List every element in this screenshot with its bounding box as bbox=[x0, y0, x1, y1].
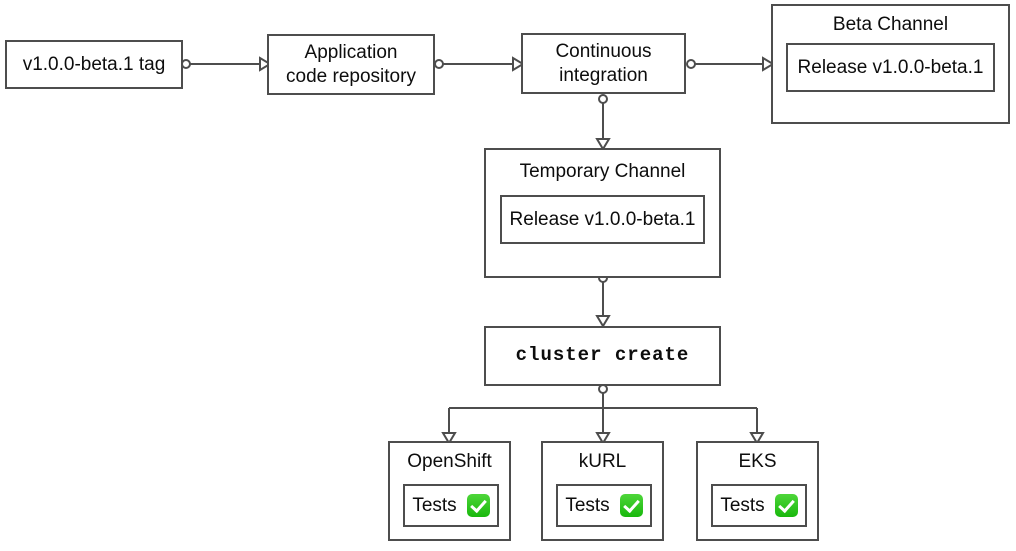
tests-status-kurl[interactable]: Tests bbox=[556, 484, 652, 527]
node-cluster-create-label: cluster create bbox=[515, 344, 690, 367]
edge-endpoint-ci-right bbox=[686, 59, 696, 69]
check-green-icon bbox=[774, 494, 798, 517]
edge-endpoint-ci-bottom bbox=[598, 94, 608, 104]
group-target-openshift[interactable]: OpenShift Tests bbox=[388, 441, 511, 541]
group-beta-channel[interactable]: Beta Channel Release v1.0.0-beta.1 bbox=[771, 4, 1010, 124]
tests-status-openshift[interactable]: Tests bbox=[403, 484, 499, 527]
tests-label-openshift: Tests bbox=[412, 494, 457, 516]
edge-endpoint-repo bbox=[434, 59, 444, 69]
node-temporary-channel-release-label: Release v1.0.0-beta.1 bbox=[509, 208, 696, 230]
edge-endpoint-cluster-create bbox=[598, 384, 608, 394]
node-temporary-channel-release[interactable]: Release v1.0.0-beta.1 bbox=[500, 195, 705, 244]
node-tag[interactable]: v1.0.0-beta.1 tag bbox=[5, 40, 183, 89]
node-continuous-integration[interactable]: Continuous integration bbox=[521, 33, 686, 94]
node-beta-channel-release-label: Release v1.0.0-beta.1 bbox=[797, 56, 984, 78]
check-green-icon bbox=[466, 494, 490, 517]
node-repository[interactable]: Application code repository bbox=[267, 34, 435, 95]
tests-label-kurl: Tests bbox=[565, 494, 610, 516]
node-tag-label: v1.0.0-beta.1 tag bbox=[22, 53, 166, 75]
node-beta-channel-release[interactable]: Release v1.0.0-beta.1 bbox=[786, 43, 995, 92]
group-target-kurl[interactable]: kURL Tests bbox=[541, 441, 664, 541]
group-target-openshift-title: OpenShift bbox=[407, 451, 492, 472]
node-cluster-create[interactable]: cluster create bbox=[484, 326, 721, 386]
check-green-icon bbox=[619, 494, 643, 517]
group-target-kurl-title: kURL bbox=[578, 451, 627, 472]
tests-status-eks[interactable]: Tests bbox=[711, 484, 807, 527]
group-temporary-channel-title: Temporary Channel bbox=[519, 161, 686, 182]
node-continuous-integration-label: Continuous integration bbox=[555, 41, 652, 86]
edge-endpoint-tag bbox=[181, 59, 191, 69]
node-repository-label: Application code repository bbox=[286, 42, 416, 87]
group-target-eks-title: EKS bbox=[738, 451, 777, 472]
tests-label-eks: Tests bbox=[720, 494, 765, 516]
group-beta-channel-title: Beta Channel bbox=[832, 14, 949, 35]
arrowhead-cluster-create bbox=[595, 315, 611, 328]
group-temporary-channel[interactable]: Temporary Channel Release v1.0.0-beta.1 bbox=[484, 148, 721, 278]
group-target-eks[interactable]: EKS Tests bbox=[696, 441, 819, 541]
